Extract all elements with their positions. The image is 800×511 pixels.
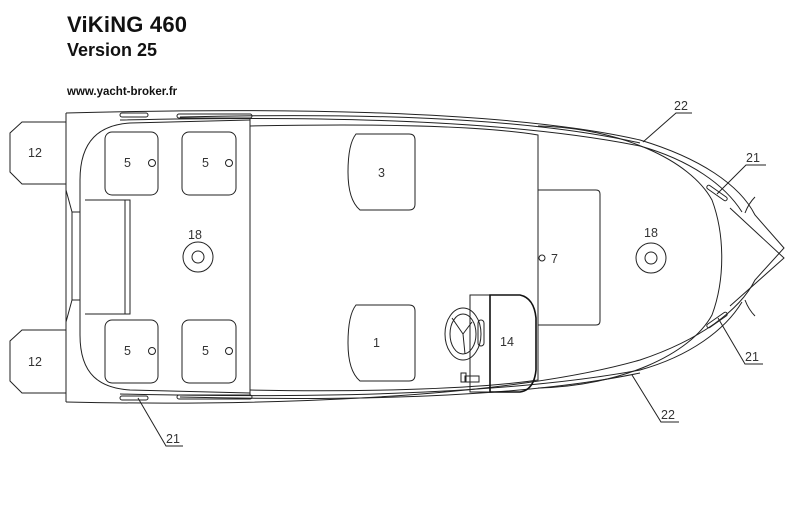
svg-text:12: 12 [28,146,42,160]
svg-text:18: 18 [644,226,658,240]
svg-text:22: 22 [674,99,688,113]
svg-text:5: 5 [124,344,131,358]
hull-outline [65,110,785,404]
drain-aft: 18 [182,228,214,273]
svg-text:1: 1 [373,336,380,350]
drain-bow: 18 [635,226,667,274]
outboard-pod-bottom: 12 [9,329,66,394]
svg-text:14: 14 [500,335,514,349]
steering-wheel-icon[interactable] [444,307,485,383]
outboard-pod-top: 12 [9,121,66,185]
svg-text:5: 5 [124,156,131,170]
callout-22-bottom: 22 [631,374,679,423]
svg-text:5: 5 [202,344,209,358]
rail-fittings [119,112,756,401]
svg-text:21: 21 [746,151,760,165]
svg-text:3: 3 [378,166,385,180]
callout-21-bottom-right: 21 [717,317,763,365]
seat-3[interactable]: 3 [347,133,416,211]
callout-21-bottom-left: 21 [137,397,183,447]
svg-text:5: 5 [202,156,209,170]
svg-text:21: 21 [745,350,759,364]
stern-locker[interactable]: 5 [104,131,159,196]
stern-locker[interactable]: 5 [104,319,159,384]
console-14[interactable]: 14 [469,294,537,393]
callout-22-top: 22 [642,99,692,143]
svg-text:12: 12 [28,355,42,369]
svg-text:7: 7 [551,252,558,266]
website-text: www.yacht-broker.fr [67,86,178,98]
console-front-panel: 7 [538,189,601,326]
seat-1[interactable]: 1 [347,304,416,382]
svg-text:18: 18 [188,228,202,242]
page-title: ViKiNG 460 [67,12,188,37]
stern-locker[interactable]: 5 [181,131,237,196]
callout-21-top: 21 [716,151,766,195]
svg-text:22: 22 [661,408,675,422]
stern-locker[interactable]: 5 [181,319,237,384]
version-subtitle: Version 25 [67,40,158,60]
svg-text:21: 21 [166,432,180,446]
